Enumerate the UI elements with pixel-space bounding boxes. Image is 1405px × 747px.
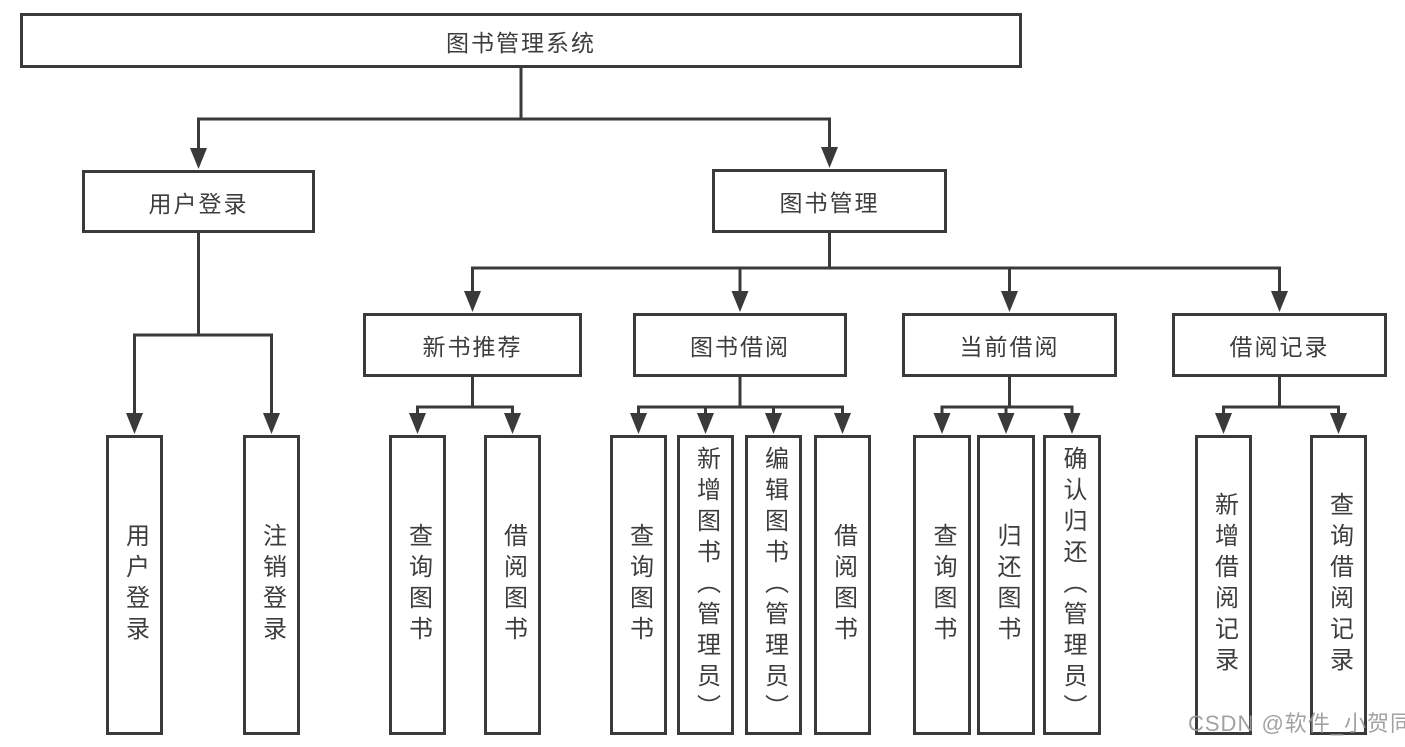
node-leaf-logout: 注销登录 xyxy=(243,435,300,735)
node-leaf-nbr-query: 查询图书 xyxy=(389,435,446,735)
node-label-book-mgmt: 图书管理 xyxy=(779,190,880,216)
arrowhead-icon xyxy=(409,413,426,434)
arrowhead-icon xyxy=(731,291,749,312)
node-book-mgmt: 图书管理 xyxy=(712,169,947,233)
node-leaf-br-add: 新增借阅记录 xyxy=(1195,435,1252,735)
node-label-leaf-cb-query: 查询图书 xyxy=(929,523,956,647)
arrowhead-icon xyxy=(1063,413,1081,434)
node-label-leaf-bb-borrow: 借阅图书 xyxy=(829,523,857,647)
node-new-book-rec: 新书推荐 xyxy=(363,313,582,377)
csdn-watermark: CSDN @软件_小贺同学 xyxy=(1188,711,1405,736)
arrowhead-icon xyxy=(821,147,838,168)
node-root: 图书管理系统 xyxy=(20,13,1022,68)
arrowhead-icon xyxy=(504,413,521,434)
arrowhead-icon xyxy=(1215,413,1232,434)
arrowhead-icon xyxy=(1330,413,1347,434)
node-leaf-bb-edit: 编辑图书（管理员） xyxy=(745,435,802,735)
node-label-new-book-rec: 新书推荐 xyxy=(422,334,523,360)
node-label-leaf-nbr-borrow: 借阅图书 xyxy=(499,523,527,647)
arrowhead-icon xyxy=(1271,291,1288,312)
node-label-leaf-br-query: 查询借阅记录 xyxy=(1325,492,1353,678)
arrowhead-icon xyxy=(1001,291,1018,312)
node-leaf-bb-query: 查询图书 xyxy=(610,435,667,735)
node-leaf-cb-return: 归还图书 xyxy=(977,435,1035,735)
node-leaf-cb-query: 查询图书 xyxy=(913,435,971,735)
node-label-current-borrow: 当前借阅 xyxy=(959,334,1060,360)
node-borrow-records: 借阅记录 xyxy=(1172,313,1387,377)
node-label-leaf-bb-edit: 编辑图书（管理员） xyxy=(760,445,788,725)
arrowhead-icon xyxy=(933,413,951,434)
node-label-leaf-bb-query: 查询图书 xyxy=(625,523,653,647)
node-leaf-login: 用户登录 xyxy=(106,435,163,735)
node-label-book-borrow: 图书借阅 xyxy=(690,334,790,360)
node-leaf-bb-add: 新增图书（管理员） xyxy=(677,435,734,735)
node-leaf-bb-borrow: 借阅图书 xyxy=(814,435,871,735)
arrowhead-icon xyxy=(126,413,143,434)
node-label-leaf-cb-confirm: 确认归还（管理员） xyxy=(1059,445,1086,725)
node-leaf-nbr-borrow: 借阅图书 xyxy=(484,435,541,735)
node-label-root: 图书管理系统 xyxy=(446,29,596,56)
node-leaf-cb-confirm: 确认归还（管理员） xyxy=(1043,435,1101,735)
arrowhead-icon xyxy=(765,413,782,434)
node-label-leaf-nbr-query: 查询图书 xyxy=(404,523,432,647)
arrowhead-icon xyxy=(263,413,280,434)
node-label-leaf-logout: 注销登录 xyxy=(258,523,286,647)
node-current-borrow: 当前借阅 xyxy=(902,313,1117,377)
arrowhead-icon xyxy=(630,413,647,434)
arrowhead-icon xyxy=(697,413,714,434)
node-leaf-br-query: 查询借阅记录 xyxy=(1310,435,1367,735)
node-label-leaf-cb-return: 归还图书 xyxy=(993,523,1020,647)
node-label-leaf-login: 用户登录 xyxy=(121,523,149,647)
node-book-borrow: 图书借阅 xyxy=(633,313,847,377)
node-label-user-login: 用户登录 xyxy=(148,190,249,217)
node-user-login: 用户登录 xyxy=(82,170,315,233)
arrowhead-icon xyxy=(834,413,851,434)
node-label-borrow-records: 借阅记录 xyxy=(1229,334,1330,360)
arrowhead-icon xyxy=(997,413,1015,434)
node-label-leaf-bb-add: 新增图书（管理员） xyxy=(692,445,720,725)
arrowhead-icon xyxy=(464,291,481,312)
node-label-leaf-br-add: 新增借阅记录 xyxy=(1210,492,1238,678)
arrowhead-icon xyxy=(190,148,207,169)
